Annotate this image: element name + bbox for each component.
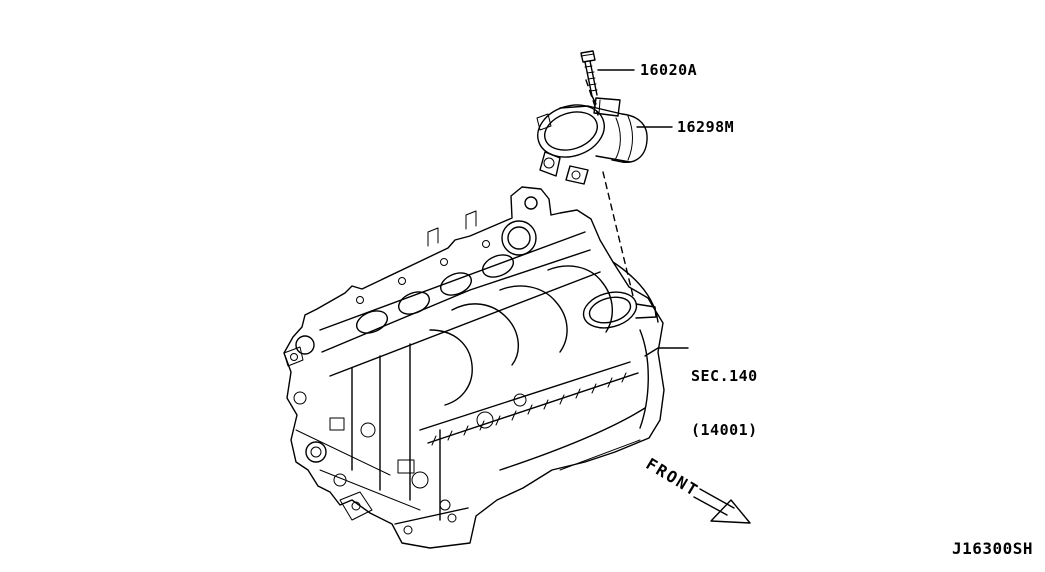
section-reference-line2: (14001) bbox=[691, 421, 758, 439]
cylinder-block-illustration bbox=[284, 336, 640, 534]
diagram-code: J16300SH bbox=[952, 539, 1034, 558]
throttle-body-illustration bbox=[531, 97, 647, 184]
part-label-16298m[interactable]: 16298M bbox=[677, 118, 735, 136]
section-reference-label[interactable]: SEC.140 (14001) bbox=[691, 331, 758, 475]
throttle-bolt-illustration bbox=[581, 51, 597, 104]
part-label-16020a[interactable]: 16020A bbox=[640, 61, 698, 79]
callout-leader-lines bbox=[598, 70, 688, 356]
intake-manifold-illustration bbox=[420, 262, 658, 470]
engine-illustration bbox=[284, 187, 664, 548]
valve-cover-illustration bbox=[320, 197, 600, 376]
front-direction-arrow bbox=[694, 489, 750, 523]
assembly-alignment-dashed-lines bbox=[586, 80, 633, 296]
section-reference-line1: SEC.140 bbox=[691, 367, 758, 385]
